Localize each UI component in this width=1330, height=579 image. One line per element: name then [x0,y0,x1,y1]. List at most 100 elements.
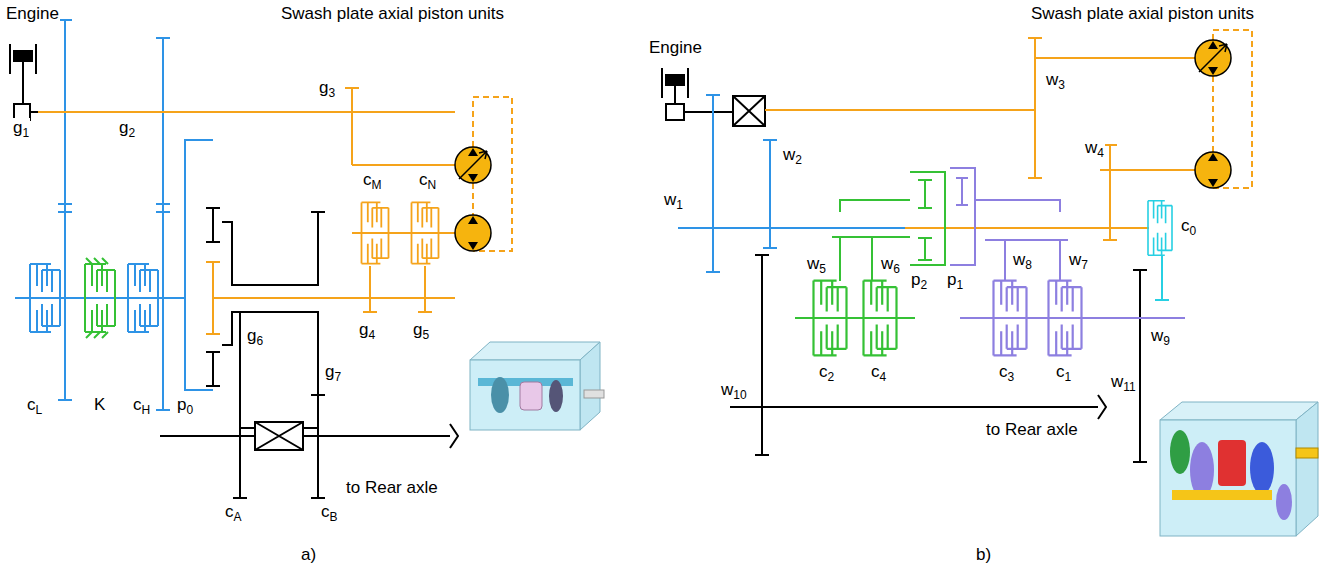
note-label: Swash plate axial piston units [280,4,505,24]
label-subscript: 2 [795,153,802,167]
label-subscript: 7 [1081,258,1088,272]
part-label: w1 [663,190,684,211]
part-label: g6 [246,326,264,347]
part-label: cH [132,395,151,416]
part-label: K [93,395,106,415]
part-label: w7 [1068,250,1089,271]
label-letter: w [1111,372,1123,391]
part-label: cN [418,170,437,191]
label-subscript: 7 [334,370,341,384]
clutch-symbol [1148,201,1172,255]
part-label: c4 [870,362,887,383]
label-subscript: 11 [1123,380,1135,394]
part-label: g5 [412,320,430,341]
label-subscript: H [142,403,151,417]
label-letter: p [947,270,956,289]
brake-hatch [85,0,108,338]
gear-shaft-lines [15,20,213,410]
part-label: w8 [1012,250,1033,271]
label-letter: w [1013,250,1025,269]
part-label: c2 [818,362,835,383]
note-label: Engine [648,38,703,58]
render-illustration [470,342,604,430]
label-letter: c [419,170,428,189]
label-subscript: B [330,510,338,524]
label-subscript: 2 [128,126,135,140]
label-subscript: 3 [1058,78,1065,92]
gear-shaft-lines [765,38,1195,240]
gear-shaft-lines [678,95,905,272]
clutch-symbol [128,264,158,332]
part-label: w3 [1045,70,1066,91]
piston [665,74,685,86]
part-label: p2 [910,270,928,291]
part-label: cA [224,502,243,523]
panel-label: a) [300,545,317,565]
part-label: w9 [1150,326,1171,347]
label-subscript: 1 [956,278,963,292]
label-letter: g [119,118,128,137]
pump-symbol [1195,40,1231,76]
part-label: g4 [358,320,376,341]
clutch-symbol [814,281,847,356]
label-letter: p [911,270,920,289]
label-letter: w [881,254,893,273]
planetary-lines [795,172,945,318]
label-letter: c [1181,216,1190,235]
planetary-output-lines [160,208,458,498]
label-subscript: 3 [328,86,335,100]
label-letter: g [325,362,334,381]
label-letter: g [247,326,256,345]
gear-shaft-lines [38,88,455,334]
label-subscript: 5 [422,328,429,342]
clutch-symbol [864,281,897,356]
label-letter: c [225,502,234,521]
label-letter: g [359,320,368,339]
label-subscript: 1 [22,126,29,140]
note-label: to Rear axle [345,478,439,498]
label-subscript: A [234,510,242,524]
label-letter: w [1046,70,1058,89]
label-subscript: 3 [1008,370,1015,384]
damper [733,96,765,126]
clutch-symbol [1049,281,1082,356]
label-subscript: 8 [1025,258,1032,272]
pump-symbol [455,147,491,183]
label-subscript: 6 [893,262,900,276]
engine-symbol [662,68,1147,462]
label-letter: w [1151,326,1163,345]
clutch-symbol [362,202,389,263]
variable-arrow [1199,44,1227,72]
part-label: g1 [12,118,30,139]
panel-label: b) [975,545,992,565]
render-illustration [1160,402,1318,536]
note-label: Swash plate axial piston units [1030,4,1255,24]
part-label: cB [320,502,339,523]
label-subscript: 1 [676,198,683,212]
part-label: w10 [720,380,748,401]
clutch-symbol [412,202,439,263]
motor-symbol [1195,152,1231,188]
part-label: g2 [118,118,136,139]
part-label: w6 [880,254,901,275]
label-subscript: 10 [733,388,746,402]
variable-arrow [459,151,487,179]
label-letter: c [871,362,880,381]
brake-symbol [85,264,115,332]
part-label: p0 [176,395,194,416]
label-letter: w [1069,250,1081,269]
part-label: w11 [1110,372,1137,393]
label-subscript: M [372,178,382,192]
label-subscript: N [428,178,437,192]
part-label: c1 [1055,362,1072,383]
part-label: cL [26,395,43,416]
motor-symbol [455,215,491,251]
label-letter: p [177,395,186,414]
part-label: g3 [318,78,336,99]
note-label: to Rear axle [985,420,1079,440]
label-letter: g [319,78,328,97]
label-subscript: 4 [880,370,887,384]
part-label: p1 [946,270,964,291]
note-label: Engine [5,4,60,24]
